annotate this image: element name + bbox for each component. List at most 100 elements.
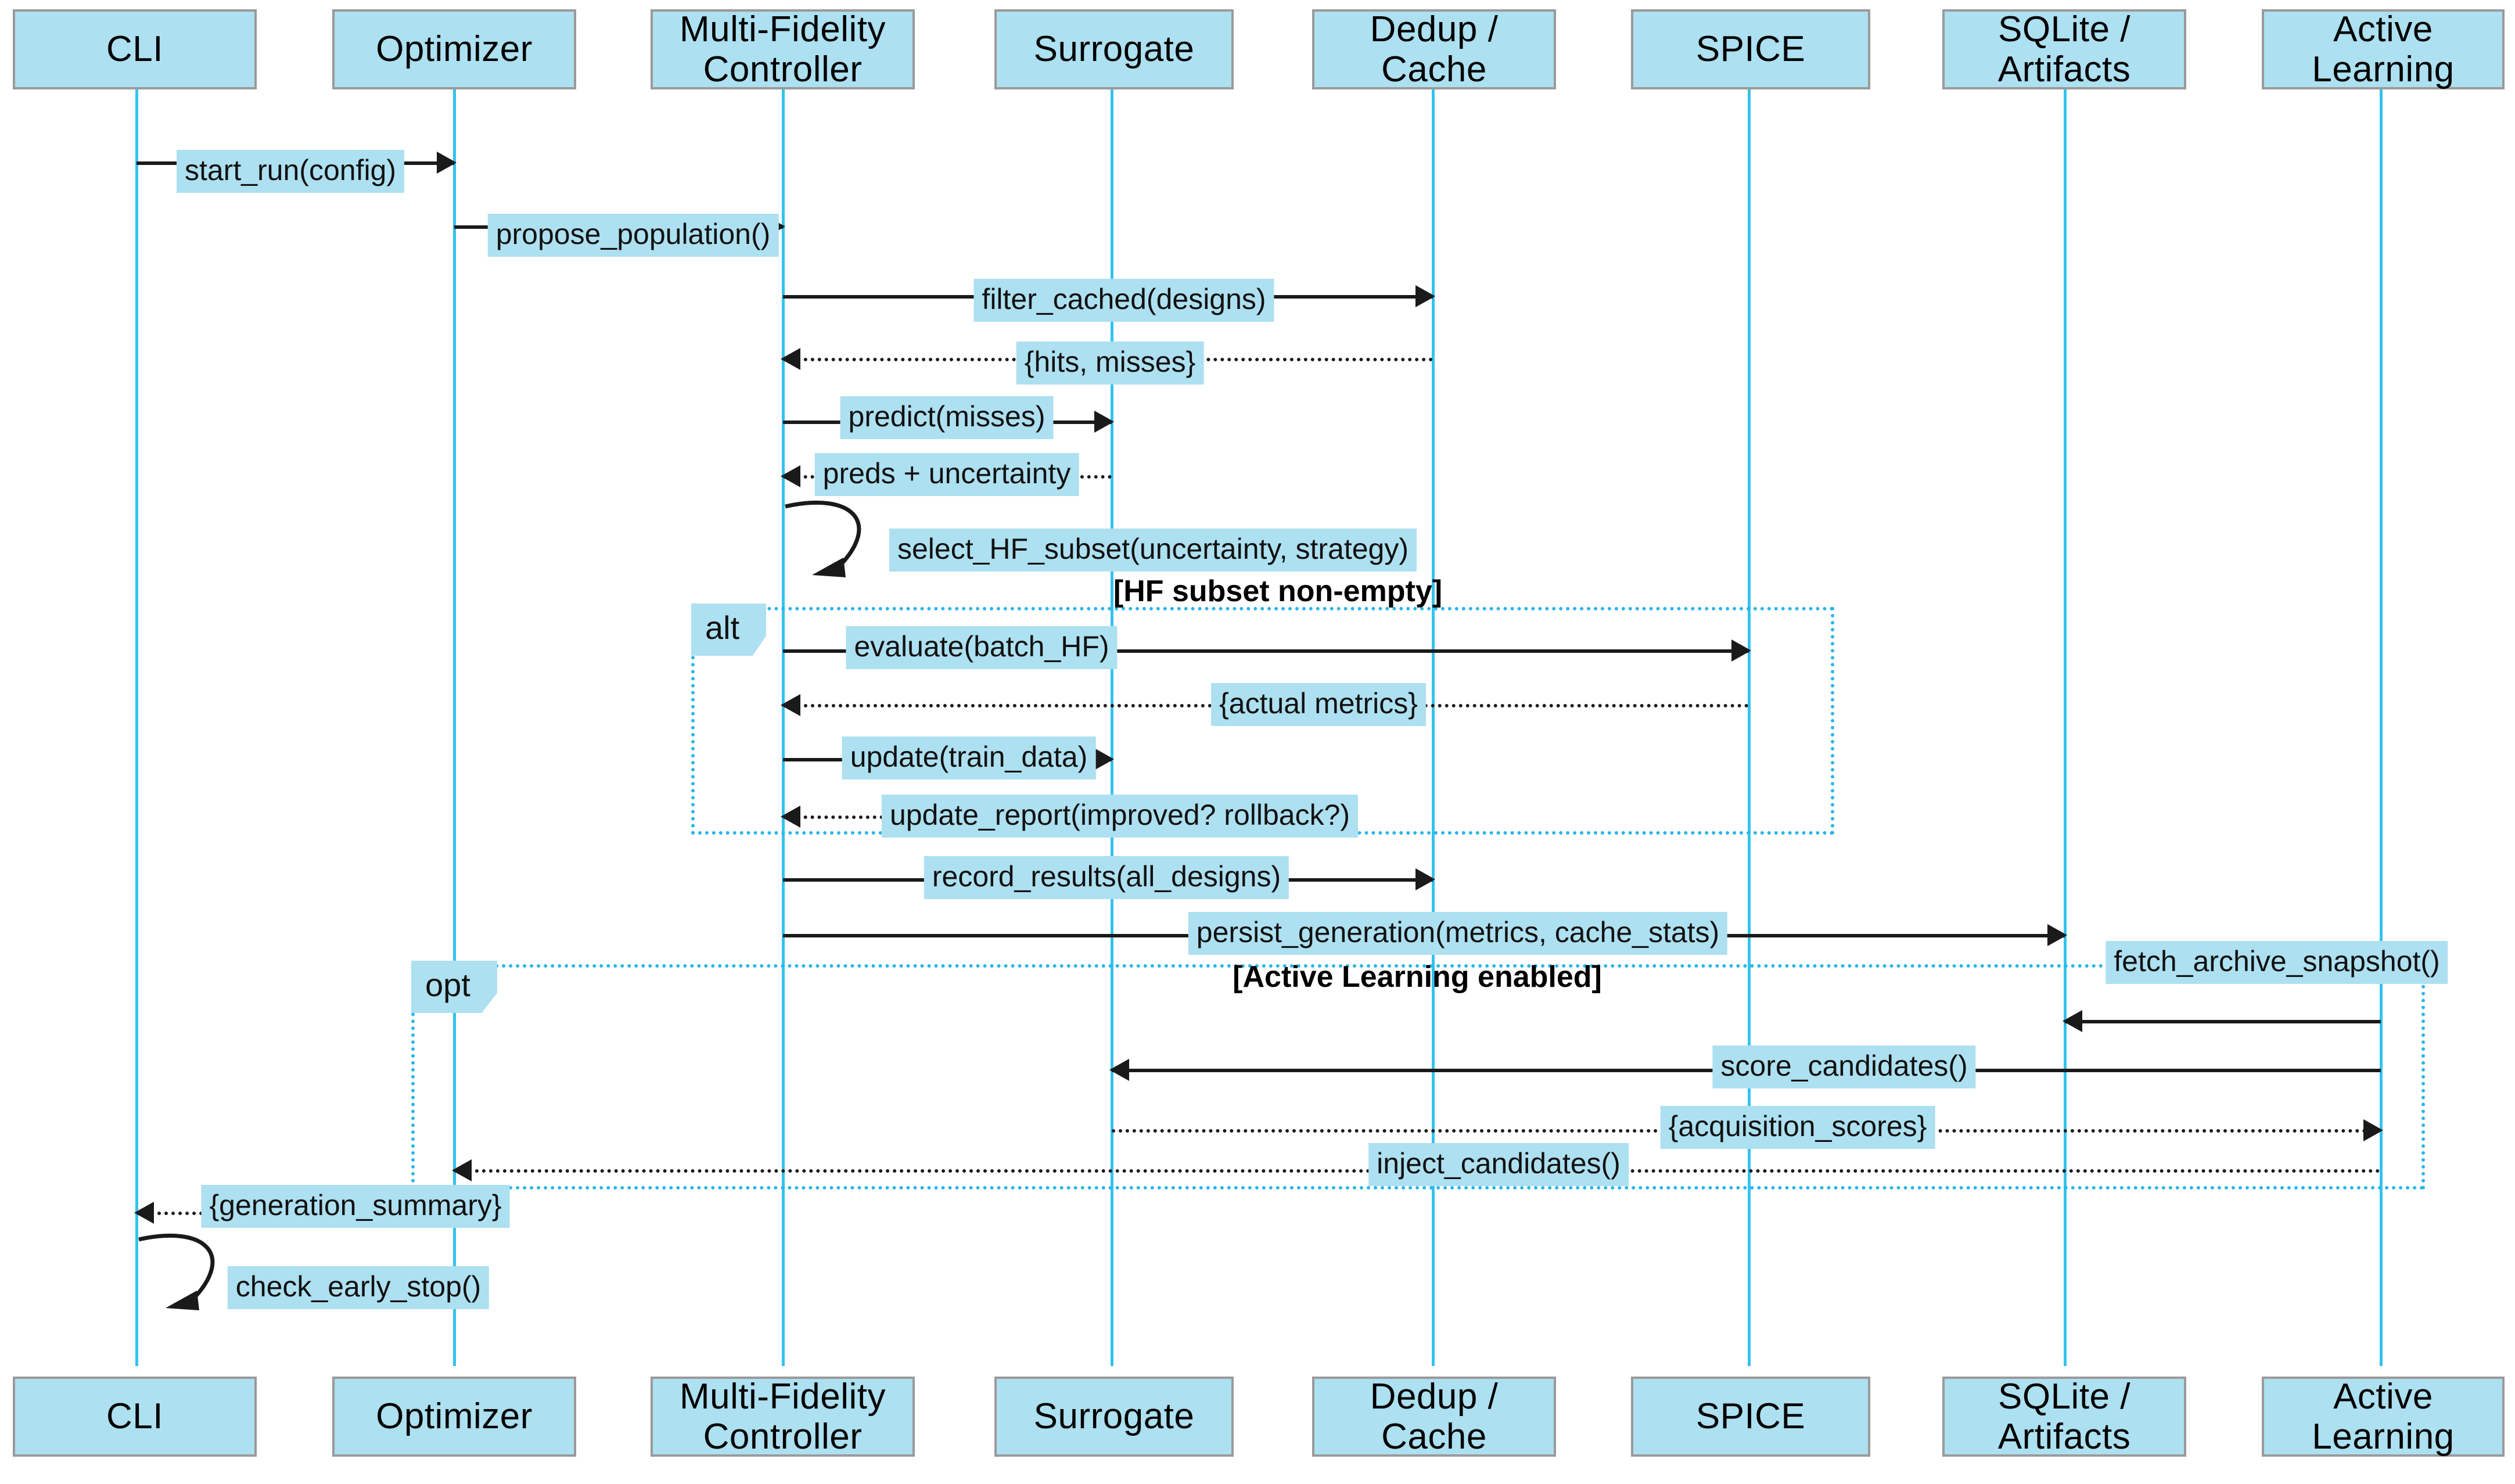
participant-label-line: Multi-Fidelity [680,1376,886,1417]
message-label-m13: persist_generation(metrics, cache_stats) [1188,912,1728,955]
message-label-m08: evaluate(batch_HF) [846,626,1118,669]
participant-sqlite-header[interactable]: SQLite /Artifacts [1942,9,2186,89]
participant-label-line: Active [2333,1376,2433,1417]
participant-label: SQLite /Artifacts [1998,9,2130,90]
participant-label: Dedup /Cache [1370,9,1499,90]
participant-label-line: Artifacts [1997,1417,2131,1457]
message-label-m16: {acquisition_scores} [1660,1106,1935,1149]
message-label-m04: {hits, misses} [1016,342,1204,385]
message-label-m18: {generation_summary} [201,1185,510,1228]
arrow-head-icon [452,1159,472,1181]
message-label-m14: fetch_archive_snapshot() [2106,941,2448,984]
arrow-head-icon [781,806,800,828]
message-label-m05: predict(misses) [840,396,1054,439]
arrow-head-icon [1415,285,1435,307]
arrow-head-icon [1731,639,1751,662]
participant-dedup-header[interactable]: Dedup /Cache [1312,9,1556,89]
participant-label-line: Multi-Fidelity [680,9,886,49]
participant-label-line: Optimizer [376,1396,533,1437]
lifeline-spice [1748,88,1751,1366]
lifeline-al [2380,88,2383,1366]
participant-label-line: Learning [2312,1417,2455,1457]
message-label-m07: select_HF_subset(uncertainty, strategy) [889,529,1417,572]
participant-label-line: Cache [1381,1417,1487,1457]
participant-label: SPICE [1696,29,1806,69]
message-label-m09: {actual metrics} [1211,683,1426,726]
participant-label: SPICE [1696,1396,1806,1436]
lifeline-sqlite [2064,88,2067,1366]
self-message-m19[interactable] [136,1233,270,1331]
message-label-m12: record_results(all_designs) [924,856,1289,899]
participant-label-line: Controller [703,49,863,89]
participant-label-line: Dedup / [1370,9,1499,49]
participant-label: Optimizer [376,29,533,69]
message-label-m02: propose_population() [487,214,779,257]
self-message-m07[interactable] [783,500,917,598]
participant-sqlite-footer[interactable]: SQLite /Artifacts [1942,1377,2186,1457]
participant-label-line: SPICE [1695,1396,1806,1437]
arrow-head-icon [1415,868,1435,890]
lifeline-optimizer [453,88,456,1366]
participant-cli-header[interactable]: CLI [13,9,257,89]
participant-surrogate-header[interactable]: Surrogate [994,9,1234,89]
participant-label-line: Active [2333,9,2433,49]
participant-optimizer-header[interactable]: Optimizer [332,9,576,89]
participant-label: SQLite /Artifacts [1998,1377,2130,1457]
message-label-m01: start_run(config) [176,150,405,193]
arrow-head-icon [1109,1059,1129,1081]
message-line [2065,1020,2381,1023]
participant-label-line: Dedup / [1370,1376,1499,1417]
message-line [783,649,1749,653]
participant-label: CLI [106,1396,163,1436]
message-label-m19: check_early_stop() [227,1266,490,1309]
fragment-condition-opt-al: [Active Learning enabled] [1233,960,1602,994]
participant-spice-header[interactable]: SPICE [1631,9,1870,89]
fragment-operator-opt-al: opt [411,961,497,1013]
participant-surrogate-footer[interactable]: Surrogate [994,1377,1234,1457]
arrow-head-icon [781,465,800,487]
participant-label-line: Surrogate [1033,29,1195,70]
participant-label-line: Surrogate [1033,1396,1195,1437]
participant-spice-footer[interactable]: SPICE [1631,1377,1870,1457]
arrow-head-icon [134,1202,154,1224]
participant-label: Surrogate [1034,1396,1195,1436]
participant-label-line: Artifacts [1997,49,2131,89]
participant-label-line: Controller [703,1417,863,1457]
lifeline-dedup [1432,88,1435,1366]
participant-label-line: Learning [2312,49,2455,89]
arrow-head-icon [2363,1119,2383,1141]
participant-label: CLI [106,29,163,69]
message-label-m10: update(train_data) [842,736,1096,779]
participant-label-line: SQLite / [1998,1376,2130,1417]
participant-label-line: Optimizer [376,29,533,70]
participant-label: Dedup /Cache [1370,1377,1499,1457]
lifeline-mfc [782,88,785,1366]
message-label-m11: update_report(improved? rollback?) [881,795,1359,838]
message-label-m06: preds + uncertainty [814,453,1079,496]
arrow-head-icon [781,348,800,370]
participant-cli-footer[interactable]: CLI [13,1377,257,1457]
lifeline-cli [135,88,138,1366]
participant-optimizer-footer[interactable]: Optimizer [332,1377,576,1457]
participant-label-line: Cache [1381,49,1487,89]
lifeline-surrogate [1111,88,1113,1366]
arrow-head-icon [1094,411,1114,433]
participant-label: Optimizer [376,1396,533,1436]
arrow-head-icon [1094,748,1114,770]
message-label-m17: inject_candidates() [1368,1143,1629,1186]
arrow-head-icon [2047,924,2067,946]
participant-label-line: SQLite / [1998,9,2130,49]
participant-label-line: CLI [106,29,163,70]
participant-dedup-footer[interactable]: Dedup /Cache [1312,1377,1556,1457]
arrow-head-icon [781,694,800,716]
fragment-opt-al [411,964,2425,1190]
